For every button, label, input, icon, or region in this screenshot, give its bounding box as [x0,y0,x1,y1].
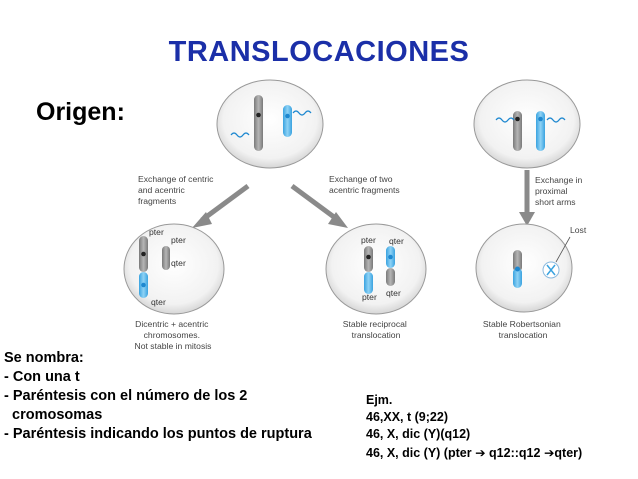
caption-reciprocal: Stable reciprocal translocation [343,319,409,340]
top-right-cell [473,79,581,169]
qter-label: qter [386,288,401,298]
arrow-left [192,183,250,228]
pter-label: pter [362,292,377,302]
caption-top-left: Exchange of centric and acentric fragmen… [138,174,216,206]
examples-block: Ejm. 46,XX, t (9;22) 46, X, dic (Y)(q12)… [366,392,582,462]
pter-label: pter [361,235,376,245]
centromere [515,116,520,122]
arrow-mid [290,183,348,228]
qter-label: qter [151,297,166,307]
centromere [256,112,261,118]
caption-robertsonian: Stable Robertsonian translocation [483,319,563,340]
gray-chromosome [386,268,395,286]
break-mark-icon [495,117,515,123]
caption-top-mid: Exchange of two acentric fragments [329,174,400,195]
caption-top-right: Exchange in proximal short arms [535,175,585,207]
example-line: 46,XX, t (9;22) [366,410,448,425]
lost-pointer [555,236,571,263]
arrow-right [519,170,535,226]
cell-reciprocal [325,223,427,315]
break-mark-icon [230,132,250,138]
break-mark-icon [292,110,312,116]
gray-chromosome [513,111,522,151]
example-text: 46, X, dic (Y) (pter [366,445,472,460]
blue-chromosome [283,105,292,137]
naming-item: - Con una t [4,369,80,385]
cell-robertsonian [475,223,573,313]
examples-heading: Ejm. [366,393,393,407]
example-text: qter) [554,445,583,460]
naming-item: - Paréntesis indicando los puntos de rup… [4,426,312,442]
lost-fragment-icon [546,264,556,276]
qter-label: qter [171,258,186,268]
example-text: q12::q12 [489,445,541,460]
caption-dicentric: Dicentric + acentric chromosomes. Not st… [135,319,212,351]
acentric-fragment [162,246,170,270]
centromere [141,251,146,257]
naming-item: - Paréntesis con el número de los 2 [4,388,248,404]
right-arrow-icon: ➔ [543,444,555,460]
break-mark-icon [546,117,566,123]
naming-rules: Se nombra: - Con una t - Paréntesis con … [4,349,312,444]
centromere [366,254,371,260]
page-title: TRANSLOCACIONES [168,36,470,68]
gray-chromosome [513,250,522,272]
lost-label: Lost [570,225,587,235]
example-line: 46, X, dic (Y)(q12) [366,427,471,442]
gray-chromosome [254,95,263,151]
cell-dicentric [123,223,225,315]
blue-chromosome [513,268,522,288]
qter-label: qter [389,236,404,246]
pter-label: pter [171,235,186,245]
naming-item: cromosomas [4,407,103,423]
example-line: 46, X, dic (Y) (pter ➔ q12::q12 ➔qter) [366,444,582,462]
centromere [285,113,290,119]
centromere [141,282,146,288]
centromere [515,266,520,272]
top-left-cell [216,79,324,169]
right-arrow-icon: ➔ [475,444,486,460]
blue-chromosome [364,272,373,294]
naming-heading: Se nombra: [4,350,84,366]
blue-chromosome [536,111,545,151]
centromere [538,116,543,122]
pter-label: pter [149,227,164,237]
centromere [388,254,393,260]
origin-label: Origen: [36,98,125,126]
